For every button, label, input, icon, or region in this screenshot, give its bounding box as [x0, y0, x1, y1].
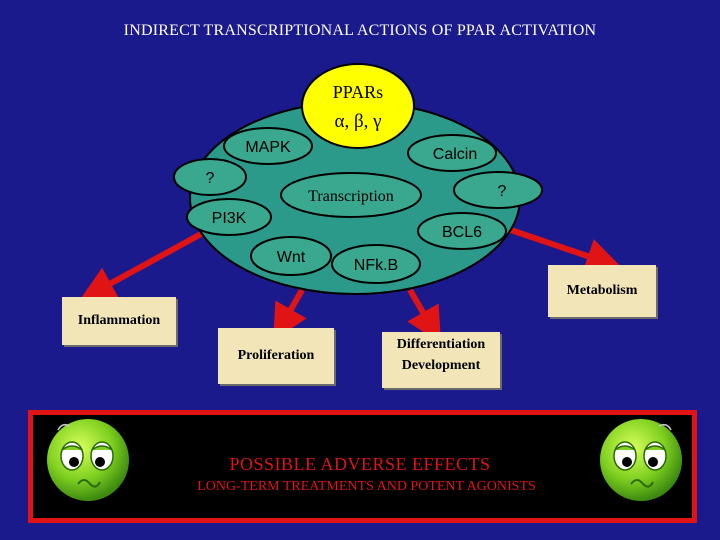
arrow-to-differentiation [407, 288, 442, 344]
node-pi3k [186, 198, 272, 236]
node-wnt [250, 236, 332, 276]
node-transcription [280, 172, 422, 218]
development-label: Development [401, 358, 481, 373]
bcl6-label: BCL6 [442, 224, 482, 241]
wnt-label: Wnt [277, 249, 306, 266]
node-calcin [407, 134, 497, 172]
ppars-label: PPARs [333, 82, 383, 102]
outcome-arrows [79, 225, 623, 344]
differentiation-label: Differentiation [396, 337, 486, 352]
metabolism-box: Metabolism [548, 265, 656, 317]
differentiation-box: Differentiation Development [382, 332, 500, 388]
proliferation-box: Proliferation [218, 328, 334, 384]
pi3k-label: PI3K [212, 210, 247, 227]
mapk-label: MAPK [245, 139, 291, 156]
question-right-label: ? [498, 183, 507, 200]
node-question-right [453, 171, 543, 209]
calcin-label: Calcin [433, 146, 477, 163]
inflammation-box: Inflammation [62, 297, 176, 345]
arrow-to-metabolism [504, 225, 623, 274]
adverse-effects-subheading: LONG-TERM TREATMENTS AND POTENT AGONISTS [197, 479, 536, 494]
sick-face-icon-right [600, 419, 682, 501]
slide-title: INDIRECT TRANSCRIPTIONAL ACTIONS OF PPAR… [123, 22, 597, 39]
node-mapk [223, 127, 313, 165]
node-bcl6 [417, 212, 507, 250]
sick-face-icon-left [47, 419, 129, 501]
arrow-to-proliferation [273, 288, 307, 341]
arrow-to-inflammation [79, 225, 214, 301]
node-question-left [173, 158, 247, 196]
warning-panel [28, 410, 697, 523]
transcription-label: Transcription [308, 188, 394, 205]
node-nfkb [331, 244, 421, 284]
ppars-ellipse [301, 63, 415, 149]
question-left-label: ? [206, 170, 215, 187]
ppars-greek-label: α, β, γ [334, 111, 381, 132]
adverse-effects-heading: POSSIBLE ADVERSE EFFECTS [229, 454, 491, 474]
nfkb-label: NFk.B [354, 257, 398, 274]
